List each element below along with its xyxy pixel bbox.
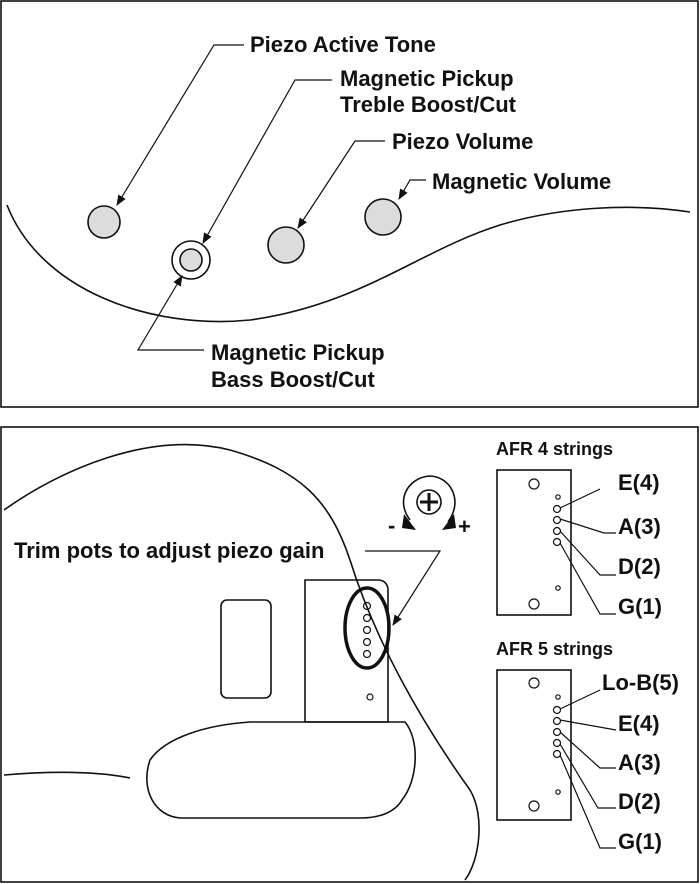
- leader-magnetic-volume: [398, 179, 426, 200]
- afr4-label-a: A(3): [618, 514, 661, 539]
- magnetic-volume-knob: [364, 198, 402, 236]
- afr4-diagram: AFR 4 strings E(4) A(3) D(2) G(1): [496, 439, 662, 619]
- label-plus: +: [458, 514, 471, 539]
- piezo-volume-knob: [267, 226, 305, 264]
- afr4-pot-a: [552, 515, 562, 525]
- afr4-mount-hole: [528, 598, 540, 610]
- afr5-label-d: D(2): [618, 789, 661, 814]
- afr5-title: AFR 5 strings: [496, 639, 613, 659]
- cover-screw: [366, 693, 374, 701]
- rotation-arrow-right: [442, 514, 456, 530]
- rotation-arc: [402, 475, 456, 523]
- label-mag-treble-line2: Treble Boost/Cut: [340, 92, 517, 117]
- afr5-leader-e: [559, 719, 617, 731]
- afr4-leader-g: [559, 542, 616, 615]
- piezo-active-tone-knob: [87, 205, 121, 239]
- afr4-mount-hole: [528, 478, 540, 490]
- afr5-leader-a: [559, 731, 616, 769]
- label-magnetic-volume: Magnetic Volume: [432, 169, 611, 194]
- trim-pot: [362, 649, 372, 659]
- label-mag-bass-line2: Bass Boost/Cut: [211, 367, 375, 392]
- afr4-label-d: D(2): [618, 554, 661, 579]
- trim-pot: [362, 637, 372, 647]
- body-lower-edge: [3, 771, 131, 779]
- afr5-label-e: E(4): [618, 711, 660, 736]
- afr5-leader-b: [559, 689, 601, 710]
- top-panel: Piezo Active Tone Magnetic Pickup Treble…: [0, 0, 699, 408]
- afr5-screw: [555, 694, 561, 700]
- afr5-mount-hole: [528, 800, 540, 812]
- afr5-diagram: AFR 5 strings Lo-B(5) E(4) A(3) D(2) G(1…: [496, 639, 679, 854]
- afr4-leader-d: [559, 530, 616, 576]
- stacked-knob-inner: [179, 248, 203, 272]
- leader-piezo-volume: [297, 140, 385, 229]
- leader-trim-pots: [365, 550, 442, 626]
- afr5-leader-g: [559, 754, 616, 849]
- label-mag-treble-line1: Magnetic Pickup: [340, 66, 514, 91]
- rotation-screw-icon: [402, 475, 456, 530]
- afr5-label-a: A(3): [618, 750, 661, 775]
- afr4-leader-e: [559, 488, 601, 509]
- label-minus: -: [388, 513, 395, 538]
- trim-pot: [362, 601, 372, 611]
- small-cavity-cover: [220, 599, 272, 699]
- afr5-screw: [555, 789, 561, 795]
- trim-pot: [362, 625, 372, 635]
- label-piezo-volume: Piezo Volume: [392, 129, 533, 154]
- body-back-outline: [3, 443, 480, 881]
- trim-pot-highlight-ellipse: [343, 586, 391, 670]
- afr4-pot-g: [552, 537, 562, 547]
- leader-mag-treble: [202, 79, 332, 244]
- label-mag-bass-line1: Magnetic Pickup: [211, 340, 385, 365]
- afr4-label-e: E(4): [618, 470, 660, 495]
- leader-mag-bass: [136, 275, 204, 351]
- label-trim-pots: Trim pots to adjust piezo gain: [14, 538, 324, 563]
- afr5-pot-e: [552, 716, 562, 726]
- afr4-screw: [555, 494, 561, 500]
- screw-head: [416, 489, 442, 515]
- afr5-mount-hole: [528, 677, 540, 689]
- body-edge-curve: [6, 204, 691, 323]
- afr5-label-b: Lo-B(5): [602, 670, 679, 695]
- leader-piezo-active-tone: [116, 44, 244, 206]
- afr5-label-g: G(1): [618, 829, 662, 854]
- trim-pot: [362, 613, 372, 623]
- bottom-panel: Trim pots to adjust piezo gain - + AFR 4…: [0, 426, 699, 883]
- afr4-label-g: G(1): [618, 594, 662, 619]
- afr5-pot-b: [552, 705, 562, 715]
- afr5-plate: [496, 669, 572, 821]
- afr4-leader-a: [559, 518, 616, 534]
- rotation-arrow-left: [402, 514, 416, 530]
- battery-cavity-cover: [146, 721, 416, 819]
- afr4-pot-e: [552, 504, 562, 514]
- afr4-title: AFR 4 strings: [496, 439, 613, 459]
- afr5-pot-d: [552, 738, 562, 748]
- afr5-pot-g: [552, 749, 562, 759]
- afr5-leader-d: [559, 743, 616, 809]
- trim-pot-array: [362, 601, 374, 701]
- afr4-screw: [555, 585, 561, 591]
- label-piezo-active-tone: Piezo Active Tone: [250, 32, 436, 57]
